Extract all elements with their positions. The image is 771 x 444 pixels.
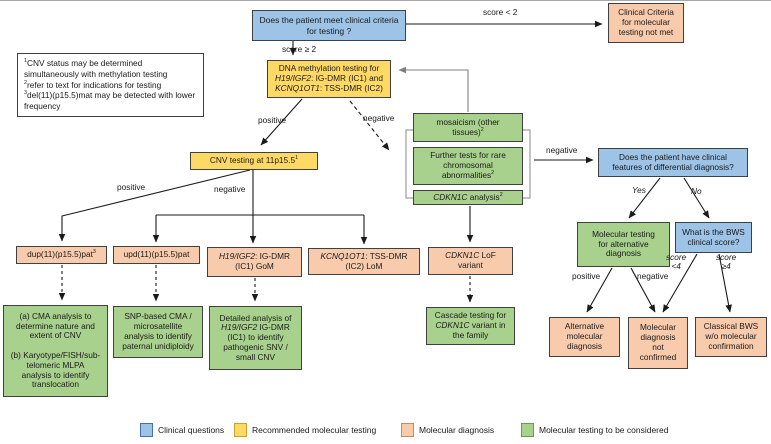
legend-label-recommended-testing: Recommended molecular testing xyxy=(252,425,377,435)
edge-score-ge4 xyxy=(718,253,732,313)
label-negative-cnv: negative xyxy=(214,184,246,194)
legend-item-testing-considered: Molecular testing to be considered xyxy=(521,423,668,437)
label-score-lt4: score<4 xyxy=(666,252,687,272)
label-score-ge4: score≥4 xyxy=(716,252,737,272)
legend-swatch-yellow xyxy=(234,423,247,437)
group-bracket-left xyxy=(405,129,413,199)
node-cdkn1c-analysis-label: CDKN1C analysis2 xyxy=(433,191,503,202)
label-score-ge2: score ≥ 2 xyxy=(282,44,317,54)
node-cnv-testing-label: CNV testing at 11p15.51 xyxy=(209,155,299,166)
legend-label-molecular-diagnosis: Molecular diagnosis xyxy=(419,425,495,435)
label-positive-cnv: positive xyxy=(117,182,146,192)
label-negative-methylation: negative xyxy=(363,113,395,123)
label-score-lt2: score < 2 xyxy=(483,7,518,17)
group-bracket-right xyxy=(523,129,531,199)
node-h19-ic1-gom: H19/IGF2: IG-DMR(IC1) GoM xyxy=(207,247,302,277)
edge-cnv-positive xyxy=(58,169,251,242)
label-positive-alt: positive xyxy=(572,271,601,281)
node-kcnq-ic2-lom-label: KCNQ1OT1: TSS-DMR(IC2) LoM xyxy=(320,250,408,271)
node-cnv-testing: CNV testing at 11p15.51 xyxy=(190,152,318,170)
label-positive-methylation: positive xyxy=(258,115,287,125)
edge-methylation-negative xyxy=(349,100,390,151)
footnotes-text: 1CNV status may be determined simultaneo… xyxy=(24,58,196,112)
node-kcnq-ic2-lom: KCNQ1OT1: TSS-DMR(IC2) LoM xyxy=(308,248,420,275)
edge-alt-negative xyxy=(630,267,656,313)
node-upd-11p15: upd(11)(p15.5)pat xyxy=(113,246,200,264)
footnotes-box: 1CNV status may be determined simultaneo… xyxy=(17,53,204,117)
legend-swatch-orange xyxy=(401,423,414,437)
figure-top-rule xyxy=(0,0,771,1)
node-dup-11p15-label: dup(11)(p15.5)pat3 xyxy=(27,249,96,260)
legend-label-testing-considered: Molecular testing to be considered xyxy=(539,425,669,435)
node-dup-11p15: dup(11)(p15.5)pat3 xyxy=(16,246,107,264)
node-cdkn1c-analysis: CDKN1C analysis2 xyxy=(413,190,523,205)
legend-label-clinical-questions: Clinical questions xyxy=(158,425,225,435)
edge-score-lt4 xyxy=(662,253,698,313)
label-no: No xyxy=(691,186,702,196)
legend-swatch-blue xyxy=(140,423,153,437)
legend-swatch-green xyxy=(521,423,534,437)
label-negative-alt: negative xyxy=(637,271,669,281)
label-yes: Yes xyxy=(632,185,646,195)
legend-item-clinical-questions: Clinical questions xyxy=(140,423,224,437)
node-upd-11p15-label: upd(11)(p15.5)pat xyxy=(123,249,190,260)
edge-diff-no xyxy=(683,177,710,219)
edge-methylation-positive xyxy=(260,98,303,146)
label-negative-group: negative xyxy=(546,145,578,155)
edge-diff-yes xyxy=(628,177,661,219)
edge-loop-to-methylation xyxy=(398,66,469,112)
legend-item-molecular-diagnosis: Molecular diagnosis xyxy=(401,423,494,437)
edge-alt-positive xyxy=(586,267,613,313)
node-h19-ic1-gom-label: H19/IGF2: IG-DMR(IC1) GoM xyxy=(219,251,290,271)
legend-item-recommended-testing: Recommended molecular testing xyxy=(234,423,376,437)
